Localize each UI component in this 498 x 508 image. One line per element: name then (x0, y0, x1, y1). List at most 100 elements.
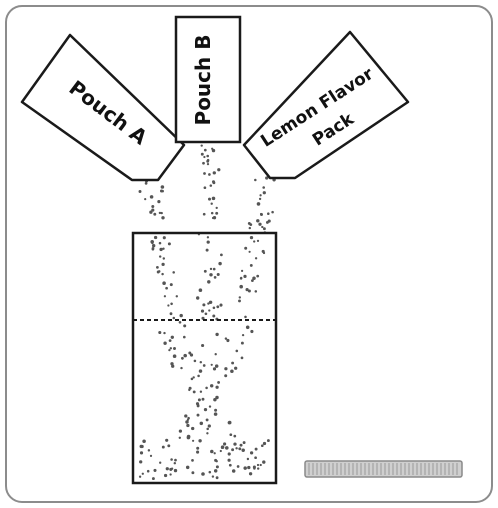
powder-particle (201, 344, 204, 347)
powder-particle (161, 216, 164, 219)
powder-particle (200, 361, 202, 363)
powder-particle (166, 467, 169, 470)
powder-particle (216, 476, 219, 479)
powder-particle (144, 198, 146, 200)
powder-particle (174, 469, 177, 472)
powder-particle (204, 270, 207, 273)
lemon-flavor-pack: Lemon Flavor Pack (244, 32, 408, 178)
powder-particle (212, 315, 215, 318)
powder-particle (220, 450, 222, 452)
powder-particle (180, 314, 183, 317)
powder-particle (248, 289, 251, 292)
powder-particle (203, 172, 206, 175)
powder-particle (255, 257, 257, 259)
powder-particle (216, 465, 219, 468)
powder-particle (243, 466, 246, 469)
powder-particle (162, 446, 165, 449)
powder-particle (257, 464, 259, 466)
pouch-b-label: Pouch B (191, 35, 215, 126)
powder-particle (159, 242, 162, 245)
powder-particle (216, 207, 218, 209)
powder-particle (142, 439, 146, 443)
powder-particle (159, 255, 161, 257)
powder-particle (186, 424, 189, 427)
powder-particle (250, 451, 253, 454)
powder-particle (263, 442, 266, 445)
powder-particle (259, 198, 261, 200)
powder-particle (206, 249, 209, 252)
powder-particle (242, 334, 244, 336)
powder-particle (208, 309, 210, 311)
powder-particle (179, 429, 182, 432)
powder-particle (205, 312, 208, 315)
powder-particle (168, 242, 171, 245)
powder-particle (238, 299, 241, 302)
powder-particle (256, 219, 259, 222)
powder-particle (150, 455, 152, 457)
powder-particle (204, 186, 207, 189)
powder-particle (191, 427, 194, 430)
powder-particle (243, 441, 246, 444)
powder-particle (203, 364, 206, 367)
powder-particle (232, 469, 236, 473)
powder-particle (154, 236, 157, 239)
powder-particle (215, 386, 218, 389)
powder-particle (199, 288, 203, 292)
powder-particle (216, 305, 219, 308)
powder-particle (153, 213, 156, 216)
powder-particle (248, 222, 251, 225)
powder-particle (188, 389, 190, 391)
powder-particle (257, 202, 261, 206)
powder-particle (206, 160, 209, 163)
powder-particle (206, 428, 209, 431)
powder-particle (212, 475, 214, 477)
powder-particle (212, 217, 214, 219)
powder-particle (209, 301, 212, 304)
powder-particle (215, 353, 217, 355)
powder-particle (168, 349, 170, 351)
powder-particle (213, 171, 216, 174)
powder-particle (197, 414, 200, 417)
powder-particle (217, 168, 220, 171)
powder-particle (204, 408, 207, 411)
powder-particle (139, 476, 141, 478)
powder-particle (262, 250, 265, 253)
powder-particle (209, 273, 212, 276)
powder-particle (226, 339, 229, 342)
powder-particle (174, 462, 176, 464)
powder-particle (214, 412, 218, 416)
powder-particle (196, 451, 199, 454)
powder-particle (254, 179, 257, 182)
powder-particle (170, 312, 173, 315)
powder-particle (262, 186, 265, 189)
powder-particle (173, 347, 176, 350)
powder-particle (221, 445, 225, 449)
powder-particle (161, 185, 165, 189)
powder-particle (241, 342, 244, 345)
powder-particle (156, 266, 159, 269)
powder-particle (198, 439, 201, 442)
powder-particle (139, 460, 142, 463)
powder-particle (260, 213, 262, 215)
powder-particle (163, 332, 165, 334)
powder-particle (213, 268, 216, 271)
powder-particle (163, 342, 166, 345)
powder-particle (208, 424, 211, 427)
powder-particle (224, 374, 227, 377)
pouch-a: Pouch A (22, 35, 184, 180)
powder-particle (224, 367, 227, 370)
powder-particle (210, 184, 213, 187)
powder-particle (206, 432, 208, 434)
powder-particle (200, 391, 202, 393)
powder-particle (161, 273, 163, 275)
powder-particle (239, 285, 243, 289)
powder-particle (225, 446, 229, 450)
powder-particle (231, 362, 234, 365)
powder-particle (215, 364, 218, 367)
powder-particle (228, 452, 231, 455)
powder-particle (262, 460, 265, 463)
powder-particle (197, 375, 200, 378)
powder-particle (202, 398, 205, 401)
powder-particle (201, 144, 203, 146)
